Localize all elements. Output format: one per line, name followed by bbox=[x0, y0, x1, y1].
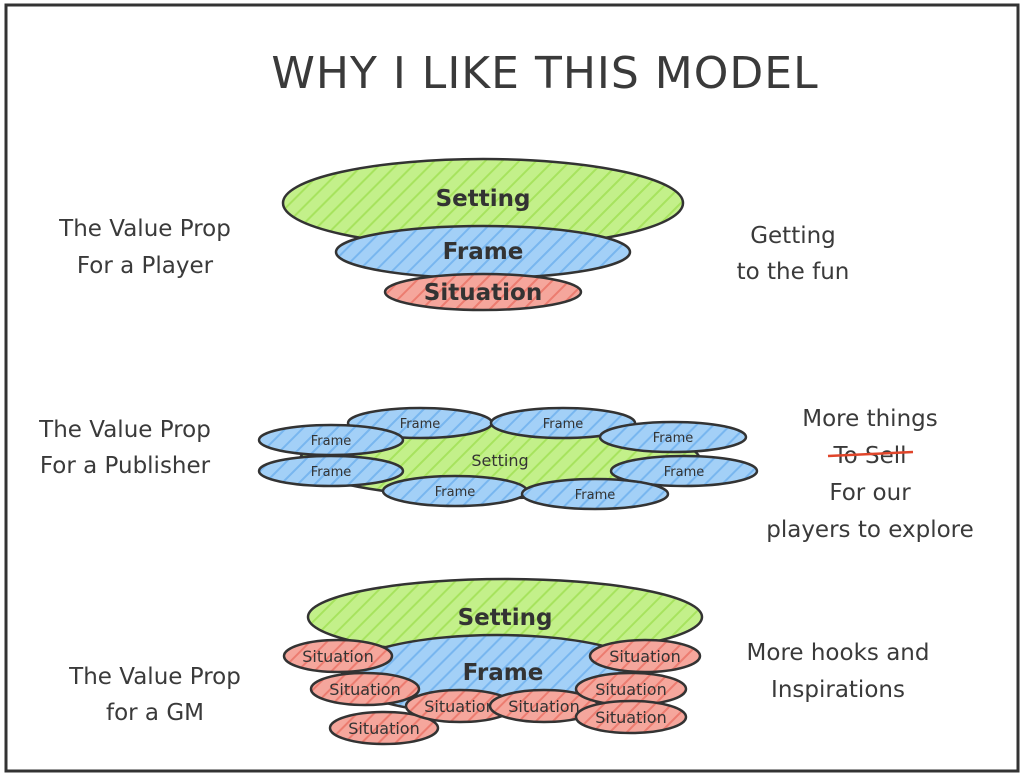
gm-situation-ellipse bbox=[328, 710, 440, 746]
gm-situation-label: Situation bbox=[508, 697, 579, 716]
publisher-frame-label: Frame bbox=[653, 431, 694, 446]
player-situation-label: Situation bbox=[424, 280, 542, 306]
player-setting-label: Setting bbox=[436, 186, 531, 212]
gm-situation-label: Situation bbox=[424, 697, 495, 716]
publisher-right-line3: For our bbox=[829, 480, 911, 506]
publisher-stack: Setting Frame Frame Frame Frame Frame Fr… bbox=[257, 406, 759, 511]
publisher-frame-label: Frame bbox=[664, 465, 705, 480]
publisher-frame-label: Frame bbox=[435, 485, 476, 500]
player-section: The Value Prop For a Player Getting to t… bbox=[58, 157, 850, 312]
player-left-line1: The Value Prop bbox=[58, 216, 231, 242]
publisher-right-line4: players to explore bbox=[766, 517, 974, 543]
gm-situation-ellipse bbox=[282, 638, 394, 674]
gm-left-line1: The Value Prop bbox=[68, 664, 241, 690]
player-stack: Setting Frame Situation bbox=[281, 157, 685, 312]
publisher-frame-label: Frame bbox=[543, 417, 584, 432]
publisher-right-line1: More things bbox=[802, 406, 937, 432]
player-right-line2: to the fun bbox=[737, 259, 850, 285]
gm-right-line1: More hooks and bbox=[747, 640, 930, 666]
player-left-line2: For a Player bbox=[77, 253, 214, 279]
publisher-frame-label: Frame bbox=[311, 434, 352, 449]
publisher-frame-ellipse bbox=[609, 454, 759, 488]
gm-stack: Setting Frame Situation Situation Situat… bbox=[282, 577, 704, 746]
publisher-frame-label: Frame bbox=[311, 465, 352, 480]
publisher-frame-ellipse bbox=[520, 477, 670, 511]
gm-left-line2: for a GM bbox=[106, 700, 204, 726]
gm-situation-label: Situation bbox=[595, 680, 666, 699]
player-right-line1: Getting bbox=[750, 223, 836, 249]
gm-section: The Value Prop for a GM More hooks and I… bbox=[68, 577, 930, 746]
strikethrough-line bbox=[827, 450, 914, 458]
gm-setting-label: Setting bbox=[458, 605, 553, 631]
gm-situation-label: Situation bbox=[302, 647, 373, 666]
gm-situation-ellipse bbox=[588, 638, 702, 674]
publisher-section: The Value Prop For a Publisher More thin… bbox=[38, 406, 974, 543]
gm-situation-ellipse bbox=[309, 671, 421, 707]
gm-situation-label: Situation bbox=[348, 719, 419, 738]
player-situation-ellipse bbox=[383, 272, 583, 312]
publisher-frame-label: Frame bbox=[400, 417, 441, 432]
page-title: WHY I LIKE THIS MODEL bbox=[271, 48, 818, 99]
player-frame-label: Frame bbox=[443, 239, 524, 265]
publisher-setting-label: Setting bbox=[471, 451, 528, 470]
gm-situation-label: Situation bbox=[595, 708, 666, 727]
gm-frame-label: Frame bbox=[463, 660, 544, 686]
publisher-frame-ellipse bbox=[598, 420, 748, 454]
gm-situation-label: Situation bbox=[609, 647, 680, 666]
publisher-frame-ellipse bbox=[257, 454, 405, 488]
gm-right-line2: Inspirations bbox=[771, 677, 905, 703]
gm-situation-ellipse bbox=[574, 699, 688, 735]
gm-situation-label: Situation bbox=[329, 680, 400, 699]
publisher-frame-label: Frame bbox=[575, 488, 616, 503]
publisher-left-line1: The Value Prop bbox=[38, 417, 211, 443]
publisher-left-line2: For a Publisher bbox=[40, 453, 211, 479]
